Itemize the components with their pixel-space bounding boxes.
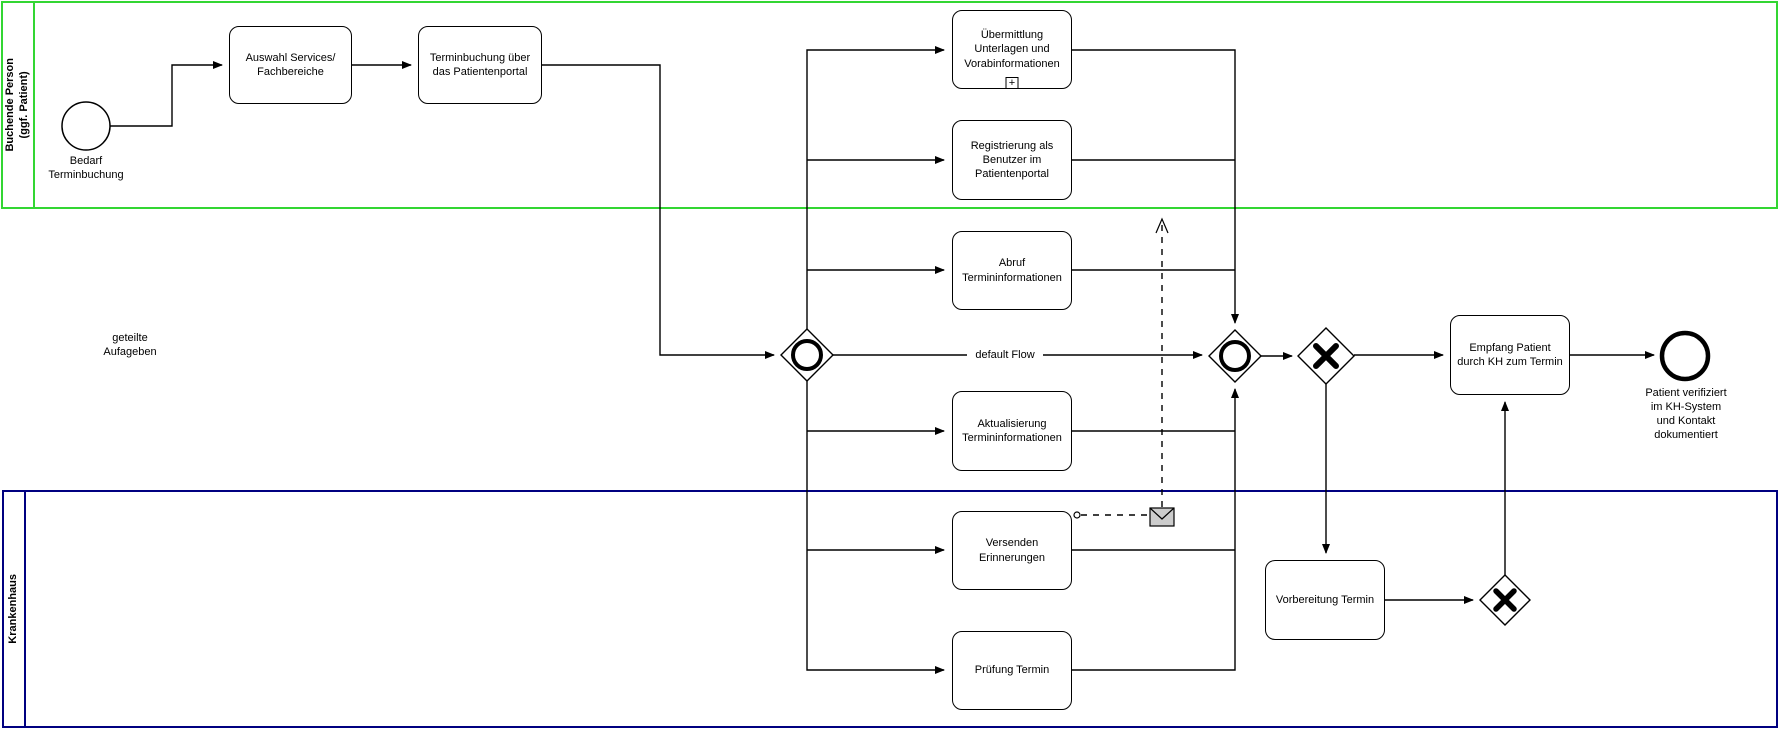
task-empfang-patient[interactable]: Empfang Patient durch KH zum Termin	[1450, 315, 1570, 395]
annotation-geteilte-aufgaben: geteilte Aufageben	[103, 332, 157, 359]
sequence-flows	[110, 46, 1655, 674]
task-auswahl-services[interactable]: Auswahl Services/ Fachbereiche	[229, 26, 352, 104]
end-event-label: Patient verifiziert im KH-System und Kon…	[1645, 387, 1727, 442]
task-vorbereitung-termin[interactable]: Vorbereitung Termin	[1265, 560, 1385, 640]
subprocess-plus-icon[interactable]: +	[1005, 77, 1019, 89]
task-uebermittlung-label: Übermittlung Unterlagen und Vorabinforma…	[964, 29, 1060, 70]
task-terminbuchung-portal[interactable]: Terminbuchung über das Patientenportal	[418, 26, 542, 104]
lane-buchende-person[interactable]: Buchende Person (ggf. Patient)	[1, 1, 1778, 209]
start-event-label: Bedarf Terminbuchung	[48, 155, 124, 182]
task-uebermittlung-unterlagen[interactable]: Übermittlung Unterlagen und Vorabinforma…	[952, 10, 1072, 89]
inclusive-gateway-split[interactable]	[780, 328, 834, 382]
flow-terminbuchung-to-gateway	[542, 64, 775, 359]
flow-start-to-auswahl	[110, 61, 223, 127]
default-flow-label: default Flow	[967, 348, 1043, 363]
task-aktualisierung-termininfo[interactable]: Aktualisierung Termininformationen	[952, 391, 1072, 471]
flow-uebermittlung-to-merge	[1072, 49, 1239, 324]
lane-krankenhaus-header: Krankenhaus	[4, 492, 26, 726]
task-abruf-termininfo[interactable]: Abruf Termininformationen	[952, 231, 1072, 310]
task-registrierung-benutzer[interactable]: Registrierung als Benutzer im Patientenp…	[952, 120, 1072, 200]
message-flow-erinnerung	[1073, 217, 1175, 527]
message-flow-open-arrow	[1155, 217, 1169, 234]
message-envelope-icon[interactable]	[1149, 507, 1175, 527]
inclusive-gateway-merge[interactable]	[1208, 329, 1262, 383]
flow-to-pruefung	[806, 381, 945, 674]
end-event-circle[interactable]	[1659, 330, 1711, 382]
start-event-circle[interactable]	[61, 101, 111, 151]
flow-pruefung-to-merge	[1072, 388, 1239, 671]
exclusive-gateway-1[interactable]	[1297, 327, 1355, 385]
lane-krankenhaus[interactable]: Krankenhaus	[2, 490, 1778, 728]
task-versenden-erinnerungen[interactable]: Versenden Erinnerungen	[952, 511, 1072, 590]
lane-buchende-person-header: Buchende Person (ggf. Patient)	[3, 3, 35, 207]
task-pruefung-termin[interactable]: Prüfung Termin	[952, 631, 1072, 710]
message-flow-source-dot	[1073, 511, 1081, 519]
flow-to-uebermittlung	[806, 46, 945, 329]
exclusive-gateway-2[interactable]	[1479, 574, 1531, 626]
